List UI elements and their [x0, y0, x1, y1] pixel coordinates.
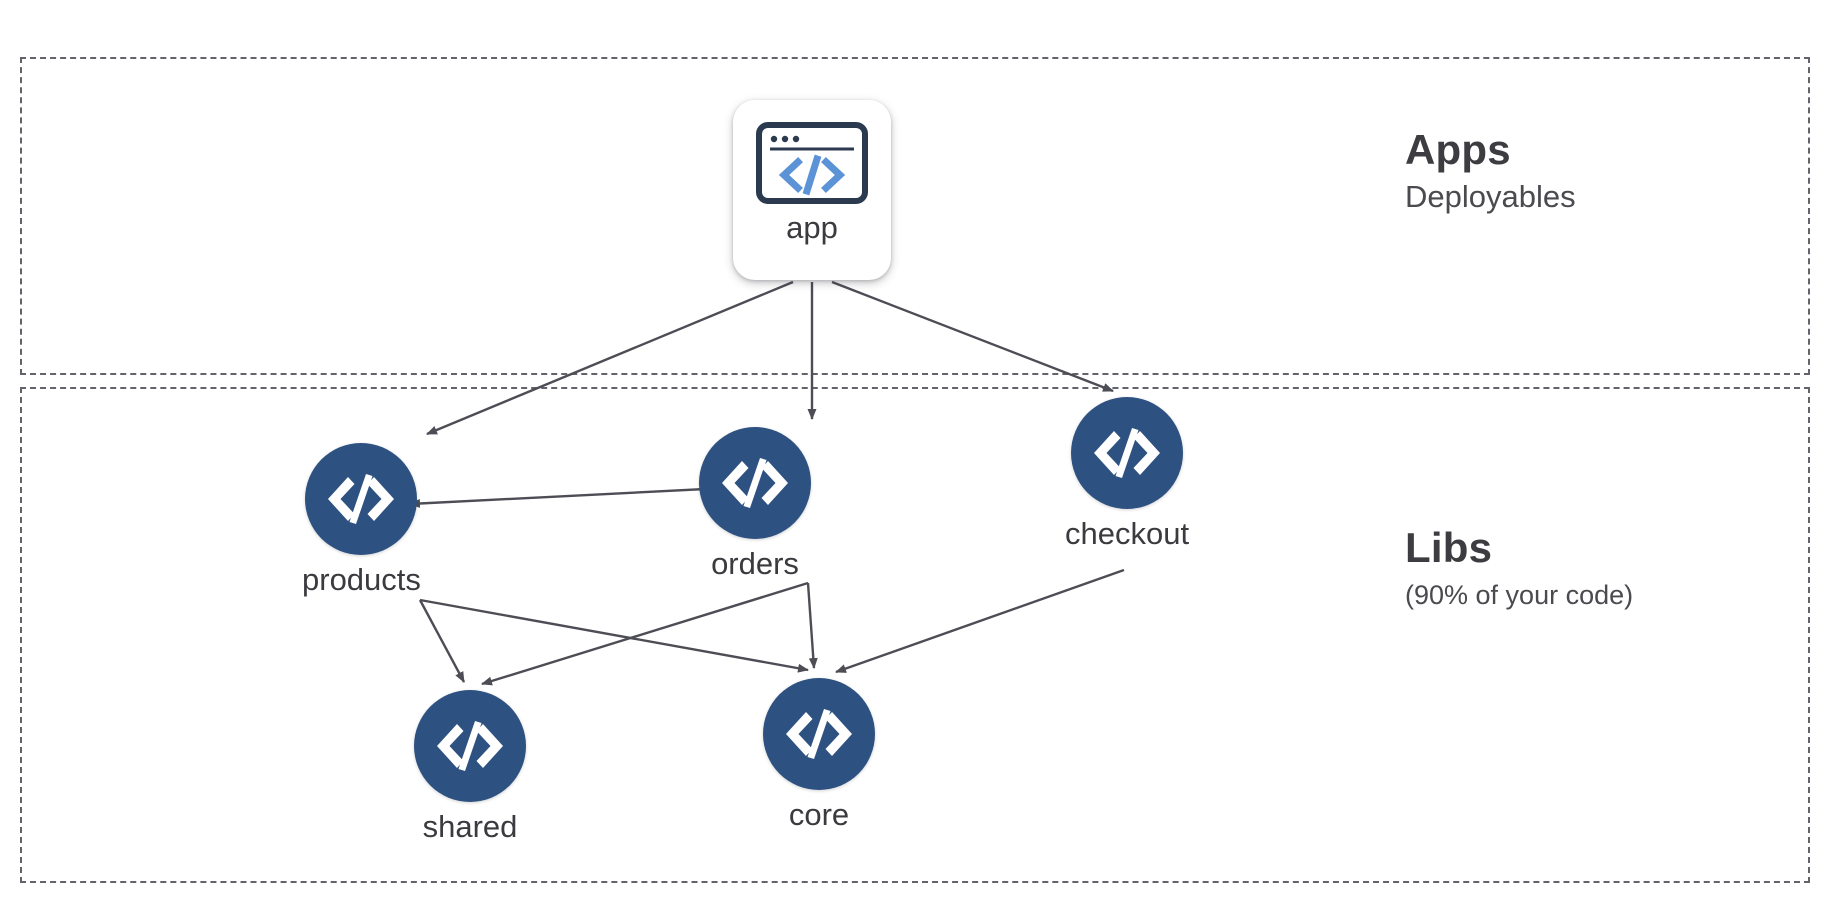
node-app-label: app — [786, 210, 838, 245]
node-orders-label: orders — [711, 546, 799, 581]
node-checkout-circle[interactable] — [1071, 397, 1184, 509]
code-brackets-icon — [328, 474, 395, 524]
node-core[interactable]: core — [763, 678, 875, 832]
zone-label-apps: Apps Deployables — [1405, 126, 1576, 217]
code-brackets-icon — [437, 721, 503, 771]
node-core-circle[interactable] — [763, 678, 875, 790]
zone-apps-subtitle: Deployables — [1405, 179, 1576, 215]
zone-label-libs: Libs (90% of your code) — [1405, 524, 1634, 613]
node-shared-label: shared — [422, 809, 518, 844]
node-products-circle[interactable] — [305, 443, 418, 555]
node-orders[interactable]: orders — [699, 427, 811, 581]
node-products[interactable]: products — [302, 443, 421, 597]
node-shared-circle[interactable] — [414, 690, 526, 802]
node-orders-circle[interactable] — [699, 427, 811, 539]
code-window-icon — [756, 122, 868, 204]
node-shared[interactable]: shared — [414, 690, 526, 844]
code-brackets-icon — [722, 458, 788, 508]
code-brackets-icon — [1094, 428, 1161, 478]
node-checkout-label: checkout — [1065, 516, 1190, 551]
code-brackets-icon — [786, 709, 852, 759]
zone-libs-title: Libs — [1405, 524, 1493, 571]
node-core-label: core — [788, 797, 850, 832]
zone-libs — [20, 387, 1810, 883]
node-app[interactable]: app — [733, 100, 891, 280]
zone-libs-subtitle: (90% of your code) — [1405, 580, 1634, 611]
node-products-label: products — [302, 562, 421, 597]
node-checkout[interactable]: checkout — [1065, 397, 1189, 551]
zone-apps-title: Apps — [1405, 126, 1511, 173]
